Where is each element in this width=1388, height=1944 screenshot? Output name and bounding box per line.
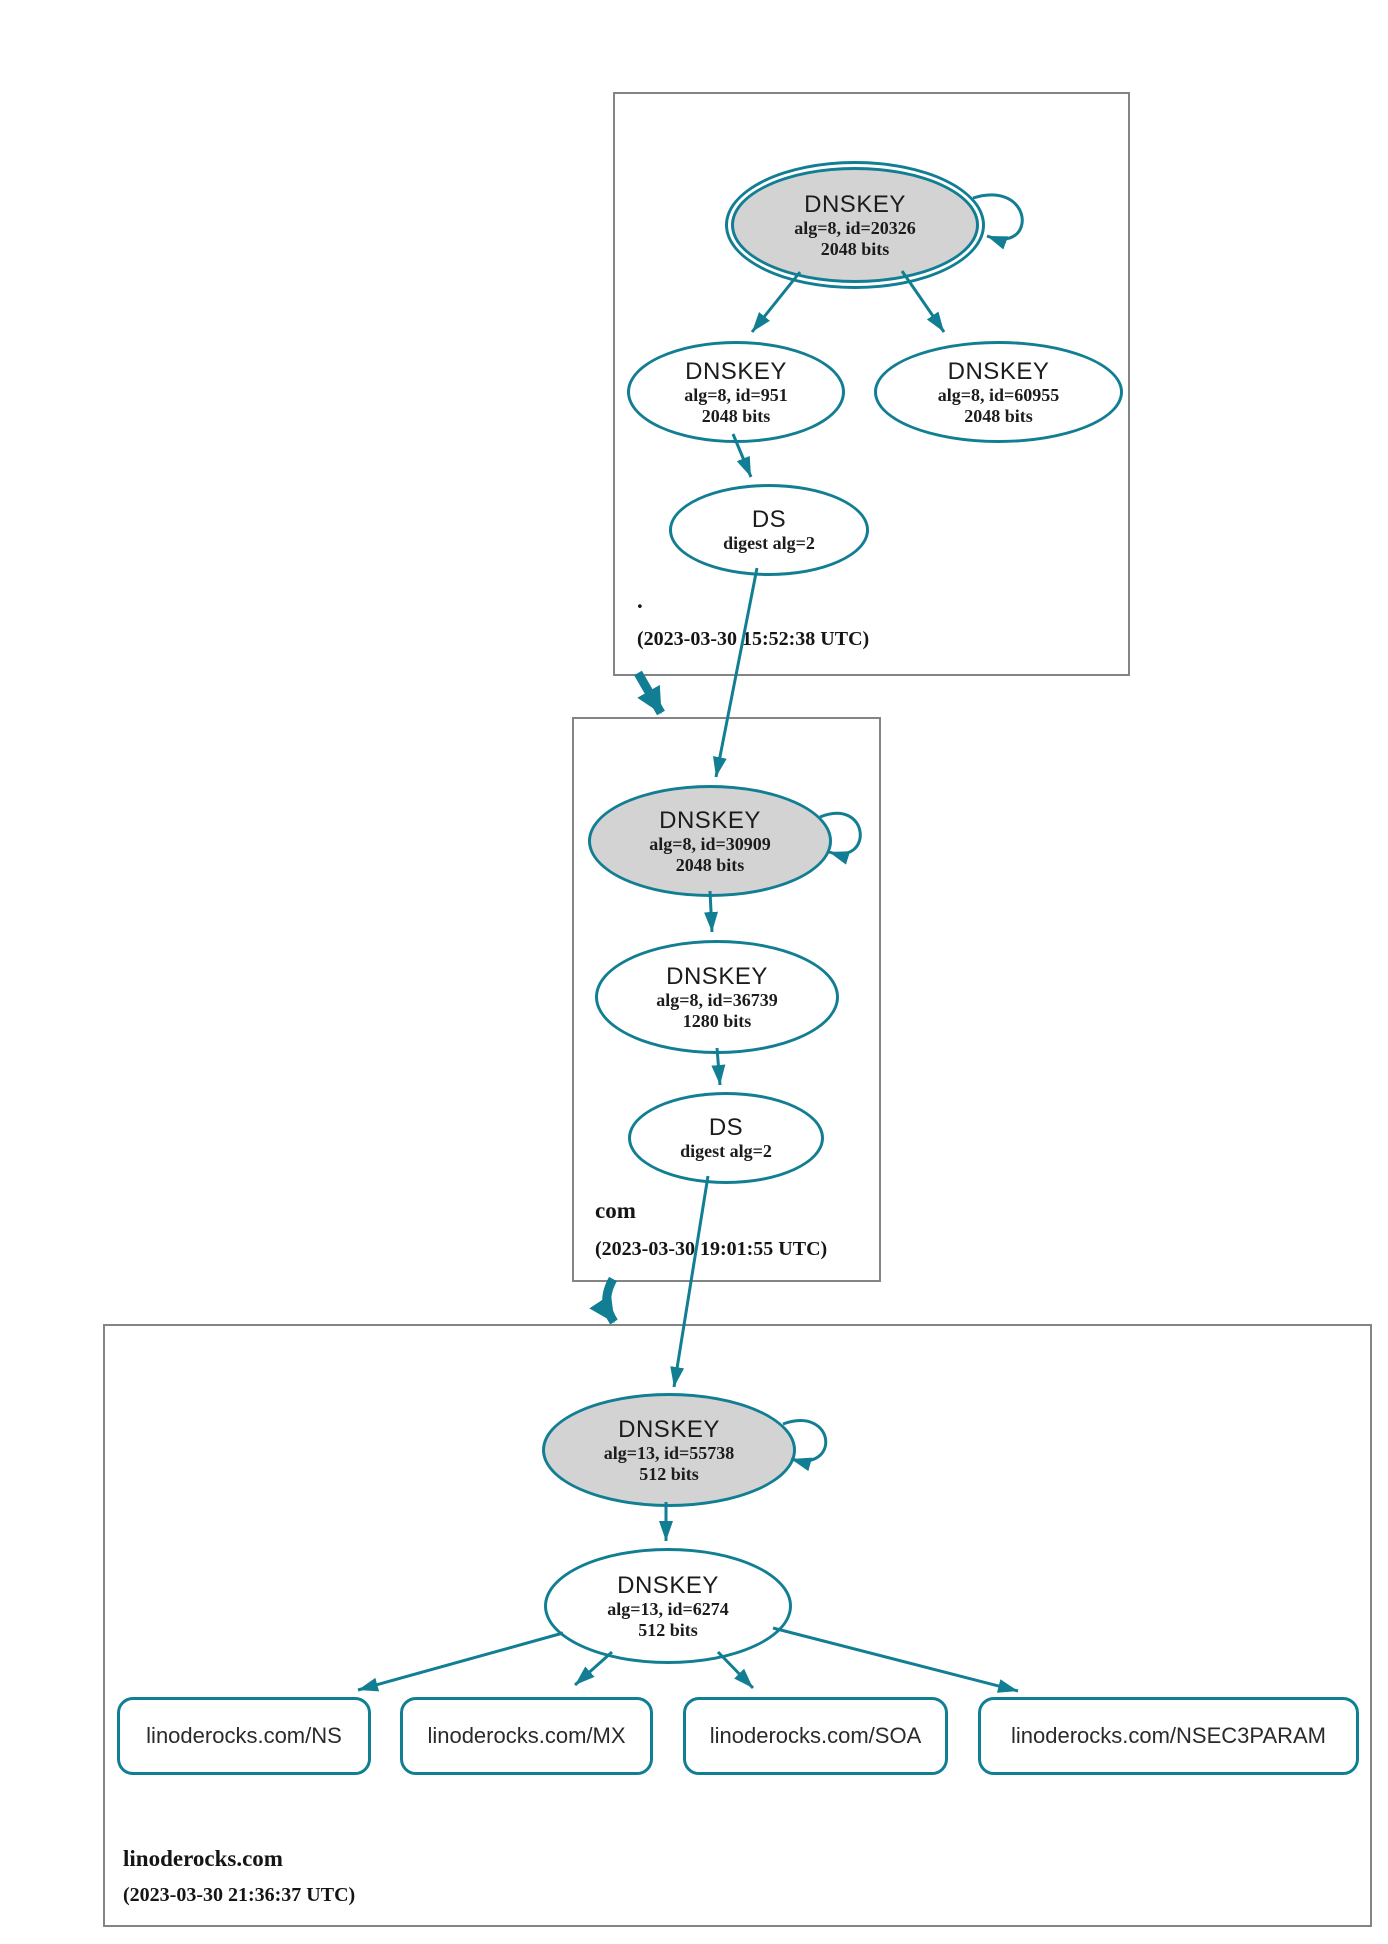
zone-box-linoderocks [103, 1324, 1372, 1927]
ds-node-root: DS digest alg=2 [669, 484, 869, 576]
edge-delegation-root-to-com [634, 670, 665, 716]
node-bits-label: 512 bits [638, 1619, 698, 1640]
node-bits-label: 512 bits [639, 1463, 699, 1484]
dnskey-node-root-zsk-60955: DNSKEY alg=8, id=60955 2048 bits [874, 341, 1123, 443]
rrset-label: linoderocks.com/NSEC3PARAM [1010, 1723, 1327, 1748]
node-type-label: DNSKEY [947, 357, 1050, 385]
zone-label-root: . [637, 588, 643, 613]
zone-timestamp-com: (2023-03-30 19:01:55 UTC) [595, 1238, 828, 1260]
node-alg-label: alg=8, id=36739 [656, 989, 778, 1010]
node-alg-label: alg=8, id=951 [684, 384, 788, 405]
zone-box-root [613, 92, 1130, 676]
rrset-linoderocks-mx: linoderocks.com/MX [400, 1697, 653, 1775]
zone-timestamp-linoderocks: (2023-03-30 21:36:37 UTC) [123, 1884, 356, 1906]
rrset-linoderocks-soa: linoderocks.com/SOA [683, 1697, 948, 1775]
node-alg-label: alg=8, id=20326 [794, 217, 916, 238]
dnskey-node-linoderocks-ksk: DNSKEY alg=13, id=55738 512 bits [542, 1393, 796, 1507]
edge-delegation-com-to-linoderocks [589, 1276, 618, 1325]
dnskey-node-root-ksk: DNSKEY alg=8, id=20326 2048 bits [725, 161, 985, 289]
node-bits-label: 1280 bits [682, 1010, 752, 1031]
node-bits-label: 2048 bits [675, 854, 745, 875]
rrset-label: linoderocks.com/NS [146, 1723, 342, 1748]
node-alg-label: digest alg=2 [680, 1141, 772, 1161]
node-type-label: DS [708, 1114, 744, 1141]
node-type-label: DNSKEY [804, 190, 906, 218]
dnskey-node-com-zsk: DNSKEY alg=8, id=36739 1280 bits [595, 940, 839, 1054]
zone-label-linoderocks: linoderocks.com [123, 1846, 283, 1871]
dnskey-node-root-zsk-951: DNSKEY alg=8, id=951 2048 bits [627, 341, 845, 443]
node-alg-label: alg=13, id=6274 [607, 1598, 729, 1619]
rrset-linoderocks-nsec3param: linoderocks.com/NSEC3PARAM [978, 1697, 1359, 1775]
zone-label-com: com [595, 1198, 636, 1223]
node-type-label: DNSKEY [666, 962, 768, 990]
dnskey-node-root-ksk-inner: DNSKEY alg=8, id=20326 2048 bits [731, 167, 979, 283]
node-alg-label: digest alg=2 [723, 533, 815, 553]
rrset-linoderocks-ns: linoderocks.com/NS [117, 1697, 371, 1775]
node-alg-label: alg=8, id=30909 [649, 833, 771, 854]
node-type-label: DNSKEY [618, 1415, 720, 1443]
dnskey-node-com-ksk: DNSKEY alg=8, id=30909 2048 bits [588, 785, 832, 897]
node-alg-label: alg=8, id=60955 [937, 384, 1060, 405]
node-bits-label: 2048 bits [820, 238, 890, 259]
dnskey-node-linoderocks-zsk: DNSKEY alg=13, id=6274 512 bits [544, 1548, 792, 1664]
rrset-label: linoderocks.com/SOA [709, 1723, 922, 1748]
node-bits-label: 2048 bits [964, 405, 1033, 426]
rrset-label: linoderocks.com/MX [427, 1723, 626, 1748]
node-type-label: DNSKEY [685, 357, 787, 385]
zone-timestamp-root: (2023-03-30 15:52:38 UTC) [637, 628, 870, 650]
node-alg-label: alg=13, id=55738 [603, 1442, 735, 1463]
node-type-label: DNSKEY [617, 1571, 719, 1599]
node-type-label: DNSKEY [659, 806, 761, 834]
node-bits-label: 2048 bits [701, 405, 771, 426]
ds-node-com: DS digest alg=2 [628, 1092, 824, 1184]
node-type-label: DS [751, 506, 787, 533]
